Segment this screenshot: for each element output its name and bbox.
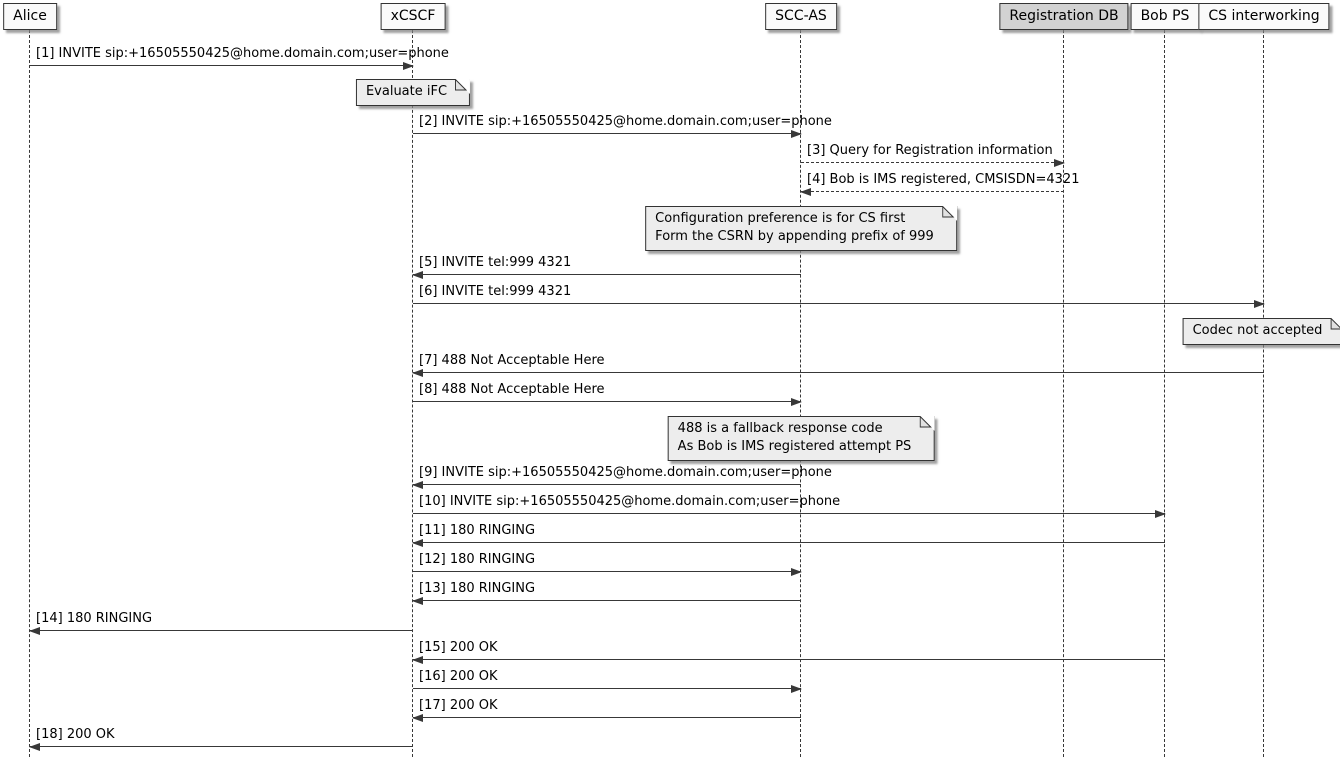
arrowhead-icon [1155,510,1166,518]
lifeline-alice [29,30,30,757]
participant-alice: Alice [3,3,57,30]
participant-xcscf: xCSCF [380,3,446,30]
message-6: [6] INVITE tel:999 4321 [413,284,1265,308]
message-1: [1] INVITE sip:+16505550425@home.domain.… [30,46,449,70]
arrowhead-icon [791,398,802,406]
arrowhead-icon [412,369,423,377]
note-fold-icon [1330,318,1340,330]
note-text: Evaluate iFC [365,84,448,99]
message-label: [15] 200 OK [419,640,498,655]
message-label: [8] 488 Not Acceptable Here [419,382,605,397]
message-14: [14] 180 RINGING [29,611,413,635]
note-fold-icon [919,416,935,431]
message-13: [13] 180 RINGING [412,581,801,605]
note-codec-not-accepted: Codec not accepted [1182,318,1340,345]
message-label: [14] 180 RINGING [36,611,153,626]
note-text: Configuration preference is for CS first [655,211,906,226]
message-label: [7] 488 Not Acceptable Here [419,353,605,368]
message-label: [2] INVITE sip:+16505550425@home.domain.… [419,114,832,129]
arrowhead-icon [412,481,423,489]
message-label: [9] INVITE sip:+16505550425@home.domain.… [419,465,832,480]
message-7: [7] 488 Not Acceptable Here [412,353,1264,377]
arrowhead-icon [29,743,40,751]
note-fold-icon [941,206,957,221]
message-label: [5] INVITE tel:999 4321 [419,255,572,270]
participant-bob-ps: Bob PS [1130,3,1200,30]
message-label: [18] 200 OK [36,727,115,742]
message-9: [9] INVITE sip:+16505550425@home.domain.… [412,465,832,489]
message-8: [8] 488 Not Acceptable Here [413,382,802,406]
arrowhead-icon [412,714,423,722]
message-12: [12] 180 RINGING [413,552,802,576]
message-5: [5] INVITE tel:999 4321 [412,255,801,279]
arrowhead-icon [800,188,811,196]
lifeline-registration-db [1063,30,1064,757]
participant-registration-db: Registration DB [999,3,1129,30]
arrowhead-icon [412,539,423,547]
message-18: [18] 200 OK [29,727,413,751]
arrowhead-icon [412,597,423,605]
lifeline-scc-as [800,30,801,757]
message-label: [1] INVITE sip:+16505550425@home.domain.… [36,46,449,61]
arrowhead-icon [791,130,802,138]
message-label: [4] Bob is IMS registered, CMSISDN=4321 [807,172,1080,187]
note-evaluate-ifc: Evaluate iFC [355,79,471,106]
message-label: [12] 180 RINGING [419,552,536,567]
note-text: 488 is a fallback response code [677,421,883,436]
arrowhead-icon [412,656,423,664]
message-label: [11] 180 RINGING [419,523,536,538]
message-17: [17] 200 OK [412,698,801,722]
message-2: [2] INVITE sip:+16505550425@home.domain.… [413,114,832,138]
arrowhead-icon [1054,159,1065,167]
message-label: [17] 200 OK [419,698,498,713]
note-fold-icon [455,79,471,94]
message-10: [10] INVITE sip:+16505550425@home.domain… [413,494,1166,518]
message-label: [10] INVITE sip:+16505550425@home.domain… [419,494,841,509]
participant-scc-as: SCC-AS [765,3,837,30]
note-text: As Bob is IMS registered attempt PS [677,439,912,454]
note-text: Form the CSRN by appending prefix of 999 [655,229,934,244]
arrowhead-icon [791,568,802,576]
message-label: [16] 200 OK [419,669,498,684]
note-text: Codec not accepted [1192,323,1323,338]
arrowhead-icon [1254,300,1265,308]
message-label: [3] Query for Registration information [807,143,1053,158]
participant-cs-interworking: CS interworking [1198,3,1330,30]
message-4: [4] Bob is IMS registered, CMSISDN=4321 [800,172,1079,196]
message-label: [13] 180 RINGING [419,581,536,596]
message-3: [3] Query for Registration information [801,143,1065,167]
arrowhead-icon [791,685,802,693]
message-16: [16] 200 OK [413,669,802,693]
lifeline-xcscf [412,30,413,757]
note-config-preference: Configuration preference is for CS first… [645,206,957,251]
arrowhead-icon [412,271,423,279]
message-label: [6] INVITE tel:999 4321 [419,284,572,299]
message-11: [11] 180 RINGING [412,523,1165,547]
lifeline-bob-ps [1164,30,1165,757]
note-488-fallback: 488 is a fallback response code As Bob i… [667,416,935,461]
lifeline-cs-interworking [1263,30,1264,757]
arrowhead-icon [29,627,40,635]
message-15: [15] 200 OK [412,640,1165,664]
arrowhead-icon [403,62,414,70]
